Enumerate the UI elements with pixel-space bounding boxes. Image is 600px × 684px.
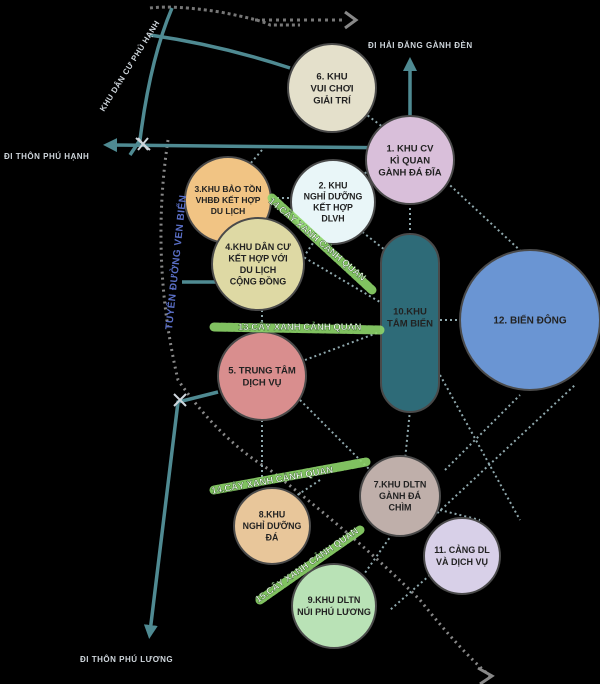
zone-label-line: NGHỈ DƯỠNG — [304, 191, 363, 202]
zone-z11: 11. CẢNG DL VÀ DỊCH VỤ — [423, 517, 501, 595]
zone-label-line: VÀ DỊCH VỤ — [436, 557, 488, 567]
zone-shape-z7 — [359, 455, 441, 537]
zone-shape-z1 — [365, 115, 455, 205]
zone-shape-z12 — [459, 249, 600, 391]
zone-label-line: 11. CẢNG DL — [434, 544, 490, 555]
zone-label-line: NÚI PHÚ LƯƠNG — [297, 606, 371, 617]
road-phu-hanh — [103, 138, 411, 153]
zone-shape-z11 — [423, 517, 501, 595]
zone-label-line: GÀNH ĐÁ — [379, 491, 421, 501]
zone-label-line: GIẢI TRÍ — [313, 94, 351, 106]
zone-label-line: 7.KHU DLTN — [374, 480, 427, 490]
zone-label-line: 4.KHU DÂN CƯ — [225, 241, 291, 252]
road-label-ven-bien: TUYẾN ĐƯỜNG VEN BIỂN — [162, 194, 189, 330]
coastal-dotted-curve — [159, 139, 491, 678]
bottom-chevron-arrow — [477, 666, 495, 684]
zone-label-line: KẾT HỢP VỚI — [228, 252, 287, 263]
green-belt-label: 13.CÂY XANH CẢNH QUAN — [238, 321, 361, 333]
zone-label-line: CHÌM — [389, 503, 412, 513]
coastal-dotted-arc — [149, 5, 300, 27]
bridge-icon-2 — [173, 393, 187, 407]
green-belt-stroke — [255, 525, 365, 605]
zone-label-line: 8.KHU — [259, 510, 285, 520]
zone-label-line: 3.KHU BẢO TỒN — [194, 183, 261, 194]
zone-label-line: DU LỊCH — [211, 206, 245, 216]
zone-shape-z2 — [290, 159, 376, 245]
road-phu-luong — [143, 390, 219, 639]
zone-label-line: 9.KHU DLTN — [308, 595, 361, 605]
zone-label-line: TẮM BIỂN — [387, 317, 433, 329]
zone-label-line: CỘNG ĐỒNG — [230, 275, 287, 286]
zone-label-line: 5. TRUNG TÂM — [228, 364, 296, 376]
zone-label-line: 2. KHU — [319, 181, 348, 191]
direction-thon-phu-hanh: ĐI THÔN PHÚ HẠNH — [4, 152, 89, 161]
zone-label-line: DU LỊCH — [240, 265, 277, 275]
zone-label-line: DỊCH VỤ — [242, 377, 281, 388]
green-belt-stroke — [267, 193, 377, 295]
zone-label-line: DLVH — [321, 214, 344, 224]
zone-label-line: VUI CHƠI — [311, 83, 354, 94]
zone-label-line: 6. KHU — [316, 71, 347, 82]
zone-shape-z9 — [291, 563, 377, 649]
top-chevron-arrow — [344, 10, 359, 30]
direction-hai-dang: ĐI HẢI ĐĂNG GÀNH ĐÈN — [368, 41, 473, 50]
road-to-residential — [149, 33, 291, 70]
green-belt-stroke — [209, 457, 371, 495]
zone-label-line: 10.KHU — [393, 306, 427, 317]
direction-thon-phu-luong: ĐI THÔN PHÚ LƯƠNG — [80, 655, 173, 664]
zone-z12: 12. BIỂN ĐÔNG — [459, 249, 600, 391]
zone-shape-z6 — [287, 43, 377, 133]
zone-label-line: KÌ QUAN — [390, 155, 430, 166]
zone-label-line: GÀNH ĐÁ ĐĨA — [378, 167, 441, 178]
road-upper-curve — [128, 7, 174, 156]
zone-shape-z8 — [233, 487, 311, 565]
zone-label-line: 1. KHU CV — [387, 143, 435, 154]
bridge-icon — [135, 137, 151, 151]
green-belt-g13: 13.CÂY XANH CẢNH QUAN — [209, 321, 385, 335]
zone-label-line: ĐÁ — [266, 533, 279, 543]
zone-label-line: KẾT HỢP — [313, 203, 353, 213]
zone-label-line: 12. BIỂN ĐÔNG — [493, 314, 567, 327]
zone-shape-z10 — [380, 233, 440, 413]
zone-shape-z4 — [211, 217, 305, 311]
zone-label-line: NGHỈ DƯỠNG — [243, 520, 302, 531]
zone-label-line: VHBĐ KẾT HỢP — [196, 195, 261, 205]
green-belt-stroke — [209, 322, 385, 335]
